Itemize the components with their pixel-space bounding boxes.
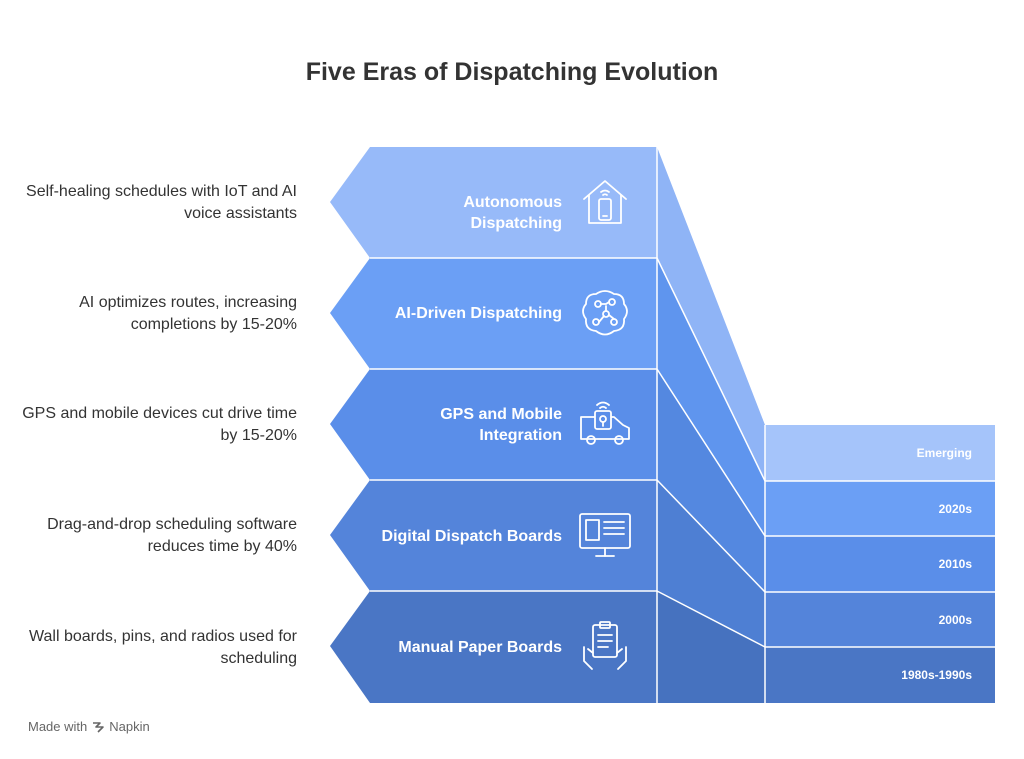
- description-ai: AI optimizes routes, increasing completi…: [79, 294, 297, 333]
- napkin-brand-text: Napkin: [109, 719, 150, 734]
- era-block-autonomous: [330, 147, 657, 258]
- ai-brain-circuit-icon: [576, 284, 634, 342]
- description-digital: Drag-and-drop scheduling software reduce…: [47, 516, 297, 555]
- monitor-board-icon: [576, 506, 634, 564]
- era-label-autonomous: Autonomous Dispatching: [463, 194, 562, 232]
- decade-bar-emerging: [765, 425, 995, 481]
- gps-van-icon: [576, 395, 634, 453]
- era-block-gps: [330, 369, 657, 480]
- decade-label-2000s: 2000s: [938, 613, 972, 627]
- ribbon-ai: [657, 258, 765, 536]
- made-with-text: Made with: [28, 719, 88, 734]
- decade-label-1980s-1990s: 1980s-1990s: [901, 668, 972, 682]
- era-block-digital: [330, 480, 657, 591]
- decade-bar-1980s: [765, 647, 995, 703]
- footer-credit: Made with Napkin: [28, 719, 150, 734]
- hands-clipboard-icon: [576, 617, 634, 675]
- decade-bar-2010s: [765, 536, 995, 592]
- description-manual: Wall boards, pins, and radios used for s…: [29, 628, 297, 667]
- decade-label-2020s: 2020s: [938, 502, 972, 516]
- napkin-logo-icon: [93, 721, 105, 733]
- ribbon-manual: [657, 591, 765, 703]
- era-label-digital: Digital Dispatch Boards: [381, 528, 562, 545]
- era-label-ai: AI-Driven Dispatching: [394, 305, 562, 322]
- era-block-ai: [330, 258, 657, 369]
- decade-bar-2000s: [765, 592, 995, 647]
- decade-label-2010s: 2010s: [938, 557, 972, 571]
- decade-label-emerging: Emerging: [916, 446, 972, 460]
- ribbon-autonomous: [657, 147, 765, 481]
- decade-bar-2020s: [765, 481, 995, 536]
- era-label-manual: Manual Paper Boards: [398, 639, 562, 656]
- era-block-manual: [330, 591, 657, 703]
- description-gps: GPS and mobile devices cut drive time by…: [22, 405, 297, 444]
- ribbon-digital: [657, 480, 765, 647]
- ribbon-gps: [657, 369, 765, 592]
- smart-home-phone-icon: [576, 173, 634, 231]
- era-label-gps: GPS and Mobile Integration: [440, 406, 562, 444]
- page-title: Five Eras of Dispatching Evolution: [305, 58, 719, 86]
- description-autonomous: Self-healing schedules with IoT and AI v…: [26, 183, 297, 222]
